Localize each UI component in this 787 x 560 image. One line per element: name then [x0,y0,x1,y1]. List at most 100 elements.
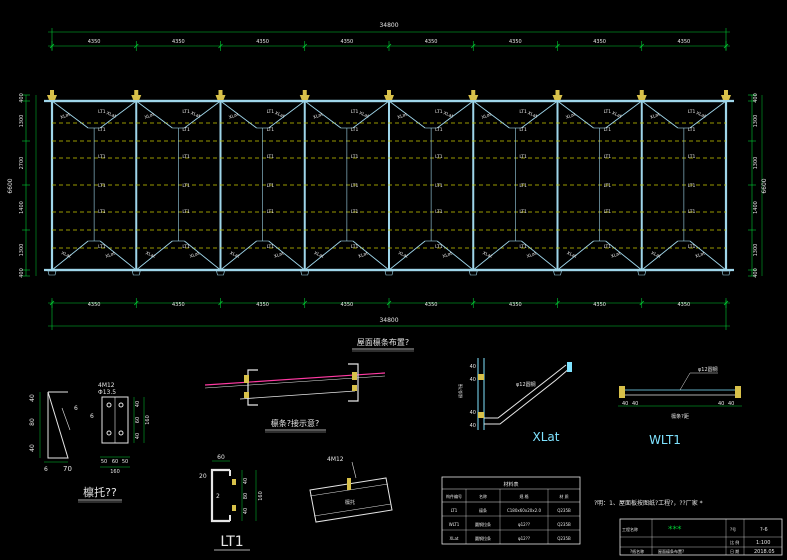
brace-label-top-r-6: XLat [611,110,623,119]
bolt-hole-1 [106,402,112,408]
brace-bot-l-4 [388,240,426,271]
brace-label-top-r-3: XLat [358,110,370,119]
table-border [441,476,581,545]
purlin-label-6-4: LT1 [604,209,612,215]
top-dim-label-1: 4350 [172,39,185,45]
cleat-triangle [47,391,69,459]
plate-thk-right: 6 [90,413,94,420]
purlin-label-2-2: LT1 [267,154,275,160]
table-cell-2-0: XLat [450,536,459,541]
xlat-dim-1: 40 [470,364,476,370]
cleat-right-total: 160 [145,415,151,425]
brace-bot-r-3 [352,240,390,271]
top-dim-label-2: 4350 [256,39,269,45]
bottom-dim-label-1: 4350 [172,302,185,308]
table-header-3: 材 质 [559,493,568,499]
table-title: 材料表 [503,481,518,488]
left-dim-label-5: 400 [19,268,25,278]
cleat-left-dim-2: 40 [29,444,36,452]
overall-width-left: 6600 [7,178,14,193]
purlin-conn-lower-line [239,390,356,400]
titleblock-scale-label: 比 例 [730,539,739,545]
cleat-hatch [61,407,71,431]
purlin-label-1-2: LT1 [182,154,190,160]
purlin-conn-plate-left [244,375,249,383]
top-dim-tick-3 [302,43,308,49]
purlin-label-2-5: LT1 [267,244,275,250]
brace-label-top-l-0: XLat [60,111,72,120]
right-dim-label-4: 1300 [753,244,759,257]
purlin-conn-plate-right-2 [352,385,357,391]
table-cell-0-3: Q235B [557,508,571,513]
purlin-label-4-5: LT1 [435,244,443,250]
wlt1-dim-r2: 40 [728,401,734,407]
purlin-label-2-1: LT1 [267,127,275,133]
brace-top-r-0 [99,100,137,129]
top-dim-tick-5 [470,43,476,49]
connector-top-2 [215,95,226,100]
lt1-dim-0: 40 [243,478,249,484]
xlat-dim-3: 40 [470,410,476,416]
brace-label-top-r-7: XLat [695,110,707,119]
left-dim-label-3: 1400 [19,201,25,214]
brace-label-bot-l-3: XLat [313,250,325,259]
purlin-label-5-5: LT1 [519,244,527,250]
purlin-label-7-4: LT1 [688,209,696,215]
brace-bot-r-4 [436,240,474,271]
connector-top-stem-8 [724,90,728,95]
right-dim-label-0: 400 [753,93,759,103]
brace-top-r-5 [521,100,558,129]
titleblock-date-label: 日 期 [730,548,739,554]
brace-label-bot-l-5: XLat [482,250,494,259]
purlin-label-4-3: LT1 [435,183,443,189]
brace-label-top-l-7: XLat [649,111,661,120]
top-dim-label-5: 4350 [509,39,522,45]
bottom-dim-tick-1 [133,300,139,306]
connector-top-stem-5 [471,90,476,95]
connector-bottom-5 [468,270,478,276]
xlat-rod [484,367,571,425]
lt1-dim-2: 40 [243,508,249,514]
connector-top-5 [468,95,479,100]
bottom-dim-tick-3 [302,300,308,306]
brace-top-r-7 [689,100,727,129]
cleat-right-dim-2: 40 [135,433,141,439]
brace-label-bot-r-6: XLat [610,250,622,259]
connector-top-stem-4 [387,90,391,95]
bolt-plate-name: 檩托 [345,499,355,506]
bolt-plate-label: 4M12 [327,456,344,463]
connector-bottom-0 [47,270,57,276]
brace-bot-l-5 [472,240,510,271]
brace-top-l-7 [641,100,679,129]
brace-bot-r-2 [268,240,306,271]
purlin-label-3-2: LT1 [351,154,359,160]
top-dim-tick-1 [133,43,139,49]
lt1-title: LT1 [220,534,243,550]
purlin-label-4-1: LT1 [435,127,443,133]
bolt-hole-2 [118,402,124,408]
bottom-dim-tick-5 [470,300,476,306]
top-dim-tick-7 [639,43,645,49]
purlin-label-5-4: LT1 [519,209,527,215]
brace-top-r-1 [184,100,221,129]
purlin-label-4-4: LT1 [435,209,443,215]
lt1-small-b: 2 [216,493,220,500]
brace-top-l-3 [304,100,342,129]
table-header-0: 构件编号 [446,493,462,499]
table-header-2: 规 格 [519,493,528,499]
bottom-dim-label-6: 4350 [593,302,606,308]
brace-label-top-l-6: XLat [565,111,577,120]
cleat-small-label: 6 [44,466,48,473]
bottom-dim-tick-4 [386,300,392,306]
wlt1-dim-l2: 40 [632,401,638,407]
table-cell-1-2: φ12?? [518,522,530,527]
lt1-bolt-1 [232,479,236,485]
design-note: ?明：1、屋面板按图纸?工程?，??厂家 * [594,499,703,507]
brace-label-top-l-3: XLat [312,111,324,120]
bottom-dim-label-2: 4350 [256,302,269,308]
